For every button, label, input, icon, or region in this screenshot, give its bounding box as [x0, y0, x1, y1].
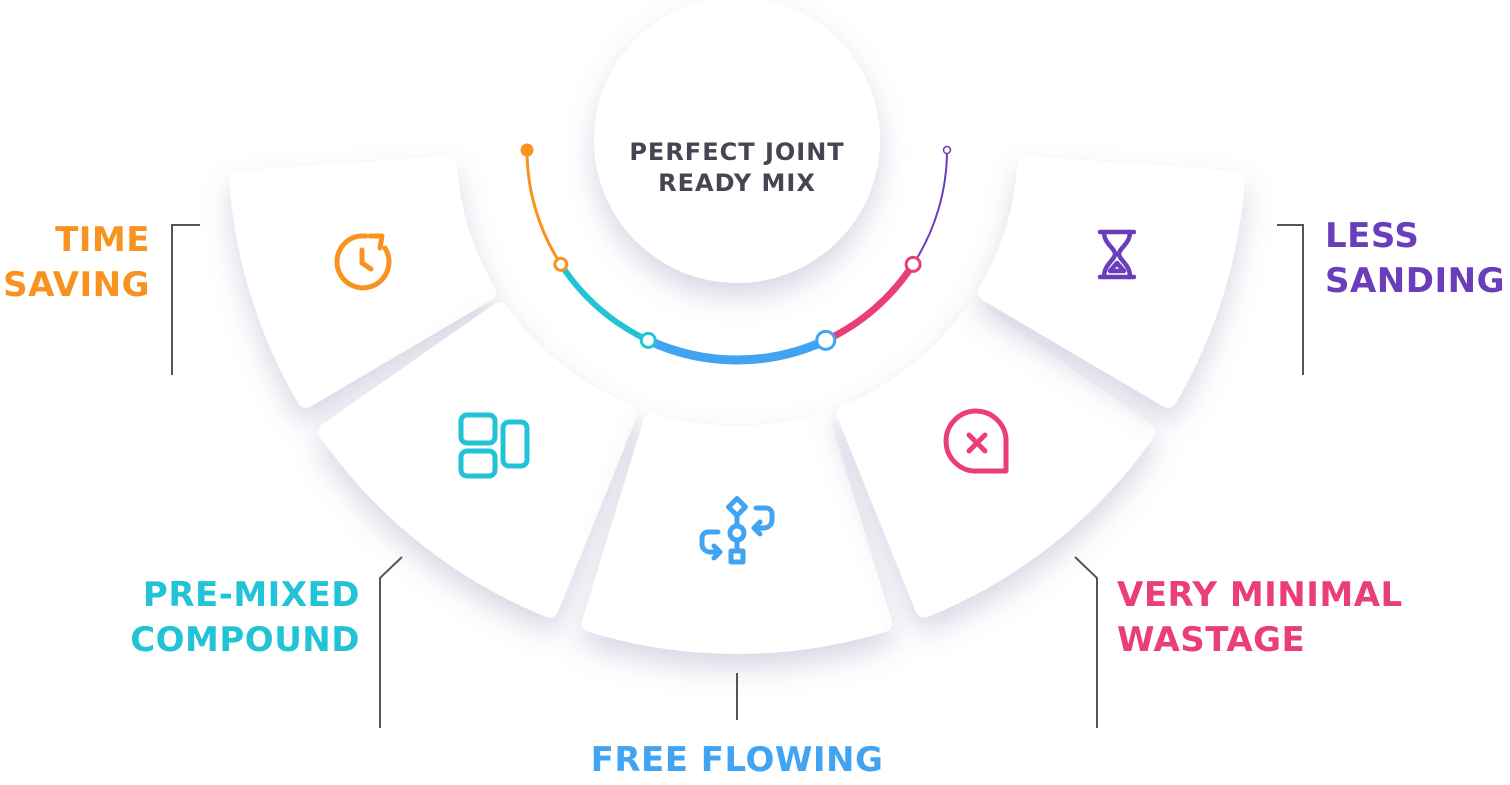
hourglass-icon [1097, 229, 1137, 280]
layout-icon [458, 412, 530, 479]
leader-pre-mixed [379, 556, 403, 728]
label-line: SANDING [1325, 261, 1505, 301]
progress-arc [520, 143, 952, 365]
arc-node [639, 331, 657, 349]
arc-node [553, 256, 569, 272]
flow-icon [699, 496, 775, 565]
leader-less-sanding [1277, 224, 1304, 375]
label-line: PRE-MIXED [142, 575, 360, 615]
title-line-1: PERFECT JOINT [629, 138, 845, 166]
label-line: COMPOUND [130, 620, 360, 660]
label-less-sanding: LESS SANDING [1325, 214, 1510, 304]
arc-segment [558, 262, 650, 344]
label-line: TIME [55, 220, 150, 260]
label-line: FREE FLOWING [590, 740, 884, 780]
clock-icon [334, 233, 392, 291]
card-time-saving [229, 156, 497, 408]
label-line: SAVING [3, 265, 150, 305]
label-time-saving: TIME SAVING [0, 218, 150, 308]
leader-time-saving [171, 224, 200, 375]
card-pre-mixed-compound [318, 302, 638, 618]
card-less-sanding [977, 156, 1245, 408]
card-free-flowing [581, 413, 893, 654]
label-free-flowing: FREE FLOWING [537, 738, 937, 783]
label-line: LESS [1325, 216, 1420, 256]
arc-node [520, 143, 534, 157]
card-very-minimal-wastage [836, 302, 1156, 618]
label-very-minimal-wastage: VERY MINIMAL WASTAGE [1117, 573, 1510, 663]
label-line: VERY MINIMAL [1117, 575, 1403, 615]
close-bubble-icon [943, 408, 1009, 474]
arc-node [815, 329, 837, 351]
arc-node [904, 255, 922, 273]
leader-minimal-wastage [1074, 556, 1098, 728]
label-pre-mixed-compound: PRE-MIXED COMPOUND [60, 573, 360, 663]
label-line: WASTAGE [1117, 620, 1306, 660]
arc-segment [824, 262, 917, 344]
arc-node [942, 145, 952, 155]
center-title: PERFECT JOINT READY MIX [587, 137, 887, 199]
arc-segment [525, 149, 563, 266]
arc-segment [912, 149, 948, 265]
arc-segment [646, 336, 828, 365]
title-line-2: READY MIX [658, 169, 816, 197]
center-hub [594, 0, 880, 283]
